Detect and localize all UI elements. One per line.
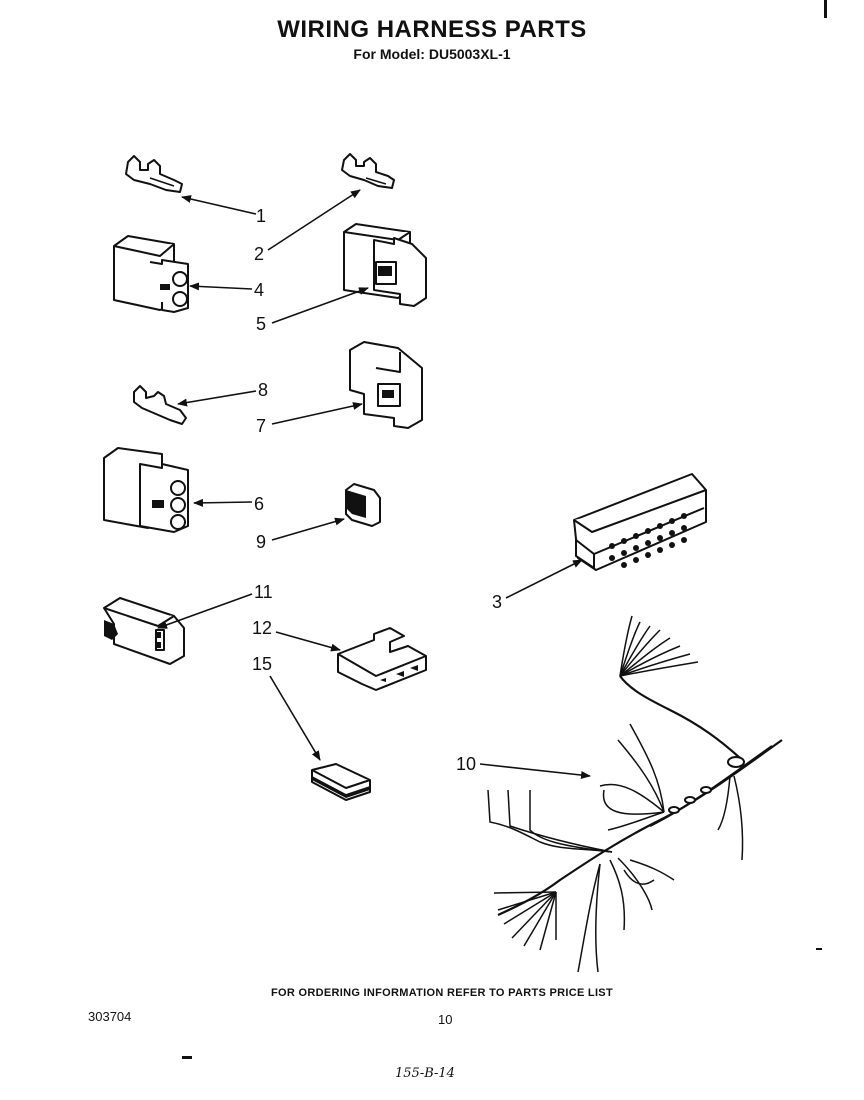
leader-lines	[157, 189, 591, 780]
callout-labels: 1 2 4 5 8 7 6 9 3 11 12 15 10	[252, 206, 502, 774]
block-part-9[interactable]	[345, 483, 381, 527]
terminal-part-8[interactable]	[133, 385, 187, 425]
pad-part-15[interactable]	[311, 763, 371, 801]
callout-1: 1	[256, 206, 266, 226]
page-title: WIRING HARNESS PARTS	[277, 16, 587, 43]
connector-part-7[interactable]	[349, 341, 423, 429]
connector-part-3[interactable]	[573, 473, 707, 571]
terminal-part-1[interactable]	[125, 155, 183, 193]
callout-11: 11	[254, 582, 273, 602]
callout-2: 2	[254, 244, 264, 264]
callout-5: 5	[256, 314, 266, 334]
connector-part-4[interactable]	[113, 235, 189, 313]
callout-4: 4	[254, 280, 264, 300]
ordering-note: FOR ORDERING INFORMATION REFER TO PARTS …	[271, 987, 613, 999]
callout-3: 3	[492, 592, 502, 612]
model-subtitle: For Model: DU5003XL-1	[353, 46, 511, 62]
callout-8: 8	[258, 380, 268, 400]
bracket-part-12[interactable]	[337, 627, 427, 691]
handwritten-code: 155-B-14	[395, 1066, 455, 1081]
callout-12: 12	[252, 618, 272, 638]
terminal-part-2[interactable]	[341, 153, 395, 189]
callout-15: 15	[252, 654, 272, 674]
callout-9: 9	[256, 532, 266, 552]
connector-part-11[interactable]	[103, 597, 185, 665]
connector-part-6[interactable]	[103, 447, 189, 533]
connector-part-5[interactable]	[343, 223, 427, 307]
scan-marks	[182, 0, 827, 1059]
wiring-harness-part-10[interactable]	[487, 615, 783, 973]
document-number: 303704	[88, 1009, 132, 1024]
callout-6: 6	[254, 494, 264, 514]
callout-10: 10	[456, 754, 476, 774]
page-number: 10	[438, 1012, 453, 1027]
callout-7: 7	[256, 416, 266, 436]
pin-holes	[609, 513, 687, 568]
